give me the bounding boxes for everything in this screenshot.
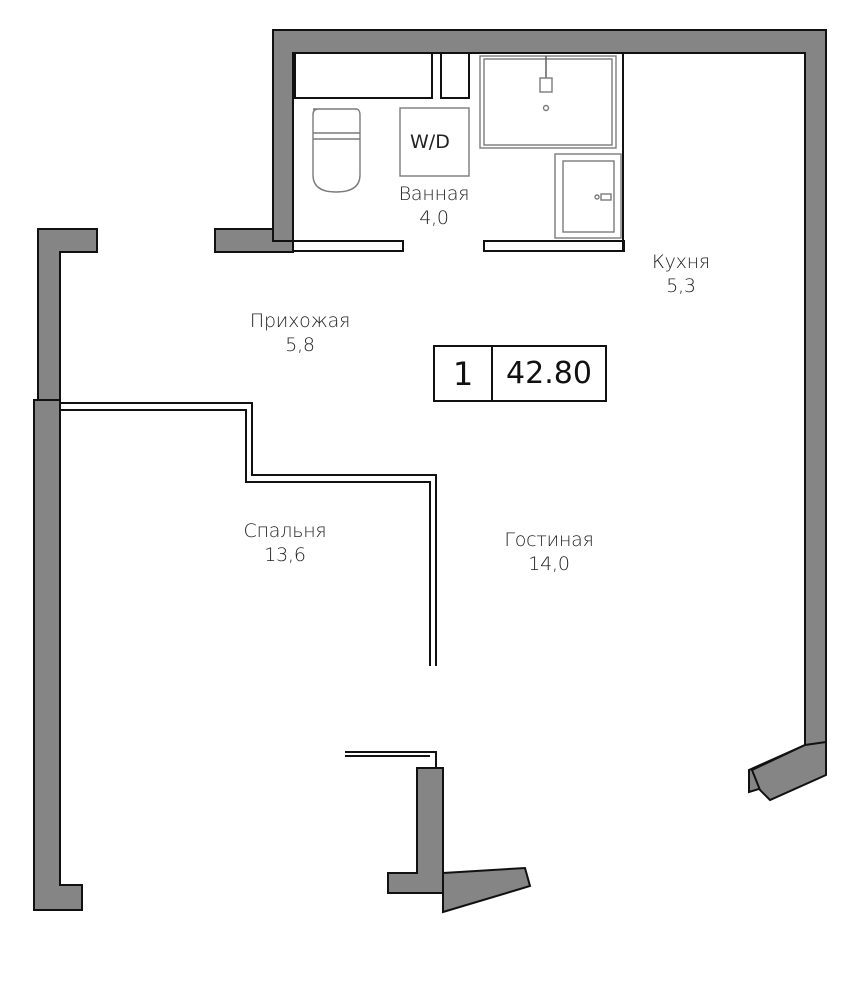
rooms-count: 1 — [435, 347, 493, 400]
room-label-living-room: Гостиная 14,0 — [486, 528, 612, 576]
room-name: Гостиная — [504, 529, 594, 551]
room-name: Кухня — [652, 251, 710, 273]
room-label-bedroom: Спальня 13,6 — [222, 519, 348, 567]
apartment-summary-badge: 1 42.80 — [433, 345, 607, 402]
interior-partitions — [60, 53, 625, 768]
room-area: 4,0 — [419, 207, 449, 229]
room-name: Спальня — [243, 520, 327, 542]
room-area: 14,0 — [528, 553, 570, 575]
room-area: 13,6 — [264, 544, 306, 566]
total-area: 42.80 — [506, 356, 592, 391]
room-label-bathroom: Ванная 4,0 — [384, 182, 484, 230]
washer-dryer-label: W/D — [410, 131, 450, 153]
room-area: 5,8 — [285, 334, 315, 356]
exterior-walls — [33, 29, 827, 914]
room-name: Прихожая — [249, 310, 351, 332]
bathroom-fixtures — [294, 52, 622, 239]
room-name: Ванная — [398, 183, 470, 205]
room-area: 5,3 — [666, 275, 696, 297]
room-label-kitchen: Кухня 5,3 — [626, 250, 736, 298]
room-label-hallway: Прихожая 5,8 — [230, 309, 370, 357]
